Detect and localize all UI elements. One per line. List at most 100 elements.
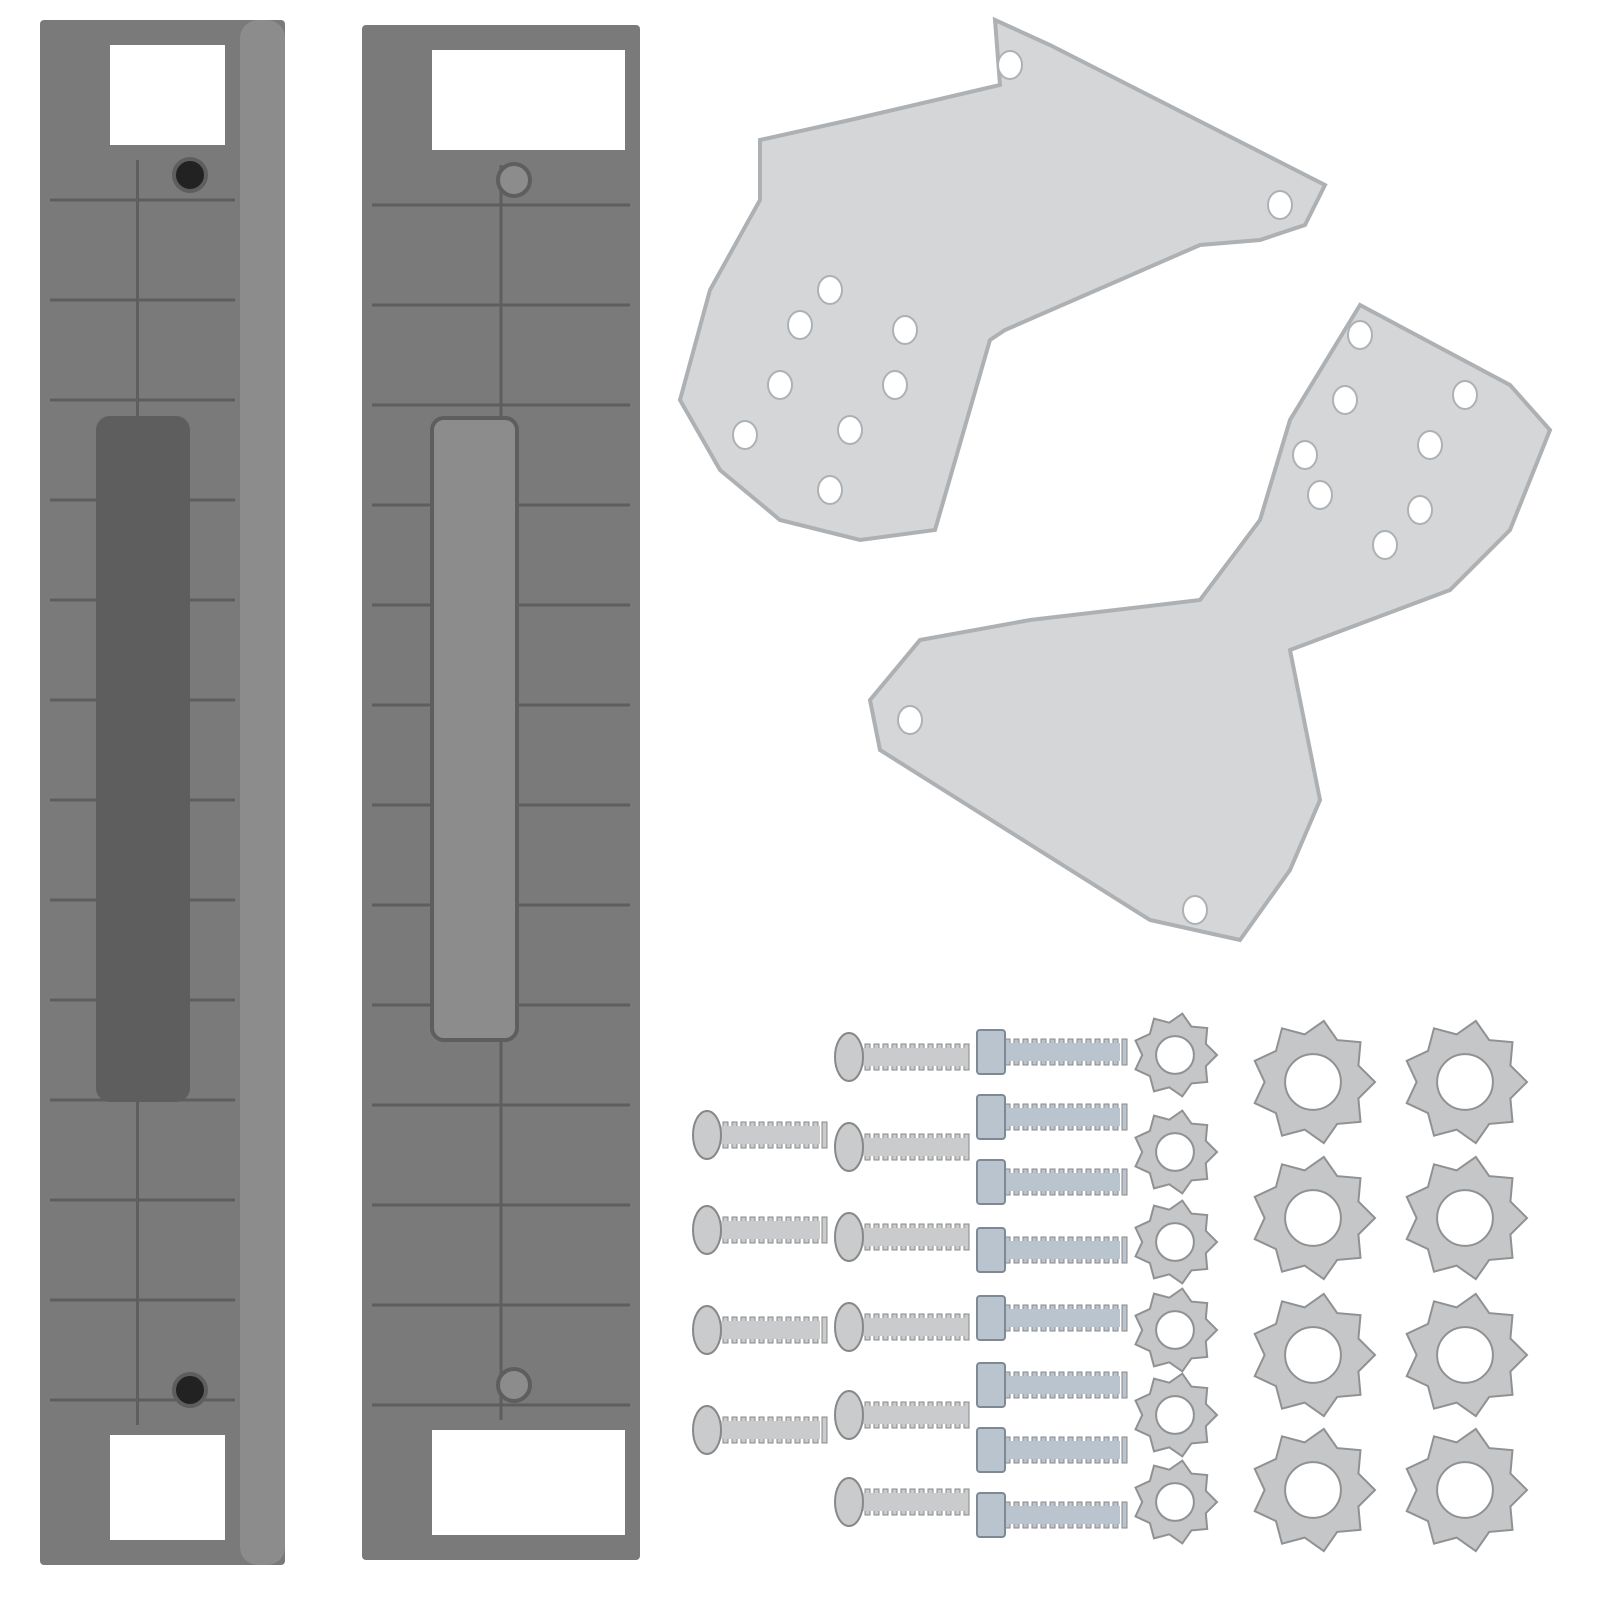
bracket-hole (787, 310, 813, 340)
bracket-hole (1347, 320, 1373, 350)
washer-hole (1284, 1053, 1342, 1111)
lock-washer (1253, 1155, 1377, 1281)
plastic-bracket (362, 25, 640, 1560)
screw-head (834, 1477, 864, 1527)
hex-head (976, 1159, 1006, 1205)
screw-head (834, 1302, 864, 1352)
screw (834, 1390, 970, 1440)
bracket-hole (1407, 495, 1433, 525)
thread (1121, 1304, 1128, 1332)
hex-head (976, 1362, 1006, 1408)
center-channel (96, 416, 190, 1102)
bracket-hole (1292, 440, 1318, 470)
lock-washer (1134, 1287, 1219, 1373)
thread (821, 1216, 828, 1244)
washer-hole (1155, 1395, 1195, 1435)
screw (692, 1205, 828, 1255)
mount-hole (496, 162, 532, 198)
washer-hole (1155, 1482, 1195, 1522)
shank (1002, 1241, 1120, 1259)
screw-head (692, 1405, 722, 1455)
thread (1121, 1168, 1128, 1196)
lock-washer (1405, 1292, 1529, 1418)
bracket-plate (677, 16, 1328, 543)
thread (821, 1121, 828, 1149)
hex-head (976, 1094, 1006, 1140)
screw-head (692, 1205, 722, 1255)
bracket-hole (1417, 430, 1443, 460)
bracket-plate (867, 302, 1553, 943)
washer-hole (1436, 1189, 1494, 1247)
screw (834, 1212, 970, 1262)
bracket-rail (240, 20, 285, 1565)
thread (1121, 1436, 1128, 1464)
bracket-hole (1452, 380, 1478, 410)
screw-head (834, 1032, 864, 1082)
screw (834, 1302, 970, 1352)
screw-head (692, 1110, 722, 1160)
bracket-hole (897, 705, 923, 735)
screw-head (834, 1122, 864, 1172)
shank (862, 1048, 967, 1066)
bracket-hole (817, 475, 843, 505)
washer-hole (1284, 1461, 1342, 1519)
hex-bolt (976, 1029, 1128, 1075)
bracket-hole (1307, 480, 1333, 510)
bracket-hole (1182, 895, 1208, 925)
screw-head (834, 1212, 864, 1262)
thread (1121, 1371, 1128, 1399)
screw (692, 1405, 828, 1455)
lock-washer (1253, 1019, 1377, 1145)
bracket-hole (1372, 530, 1398, 560)
lock-washer (1134, 1459, 1219, 1545)
washer-hole (1436, 1053, 1494, 1111)
lock-washer (1405, 1427, 1529, 1553)
washer-hole (1436, 1461, 1494, 1519)
hex-head (976, 1427, 1006, 1473)
bracket-hole (1267, 190, 1293, 220)
shank (720, 1126, 820, 1144)
thread (821, 1416, 828, 1444)
hex-head (976, 1295, 1006, 1341)
shank (720, 1421, 820, 1439)
washer-hole (1155, 1310, 1195, 1350)
lock-washer (1253, 1292, 1377, 1418)
shank (862, 1406, 967, 1424)
bracket-hole (892, 315, 918, 345)
screw (834, 1032, 970, 1082)
shank (862, 1228, 967, 1246)
shank (862, 1138, 967, 1156)
bottom-cutout (432, 1430, 625, 1535)
plastic-bracket (40, 20, 285, 1565)
shank (720, 1321, 820, 1339)
hex-bolt (976, 1159, 1128, 1205)
thread (1121, 1038, 1128, 1066)
hex-bolt (976, 1427, 1128, 1473)
bracket-hole (767, 370, 793, 400)
bracket-hole (817, 275, 843, 305)
hex-bolt (976, 1227, 1128, 1273)
screw (692, 1110, 828, 1160)
shank (862, 1493, 967, 1511)
lock-washer (1134, 1109, 1219, 1195)
metal-bracket-bottom (867, 302, 1553, 943)
bracket-hole (882, 370, 908, 400)
screw-head (834, 1390, 864, 1440)
metal-brackets (677, 16, 1553, 943)
lock-washer (1253, 1427, 1377, 1553)
mount-hole (172, 157, 208, 193)
hex-head (976, 1227, 1006, 1273)
hex-bolt (976, 1492, 1128, 1538)
metal-bracket-top (677, 16, 1328, 543)
shank (1002, 1108, 1120, 1126)
lock-washer (1134, 1199, 1219, 1285)
hex-head (976, 1492, 1006, 1538)
screw-head (692, 1305, 722, 1355)
plastic-brackets (40, 20, 640, 1565)
bracket-hole (997, 50, 1023, 80)
thread (1121, 1236, 1128, 1264)
shank (1002, 1441, 1120, 1459)
hex-head (976, 1029, 1006, 1075)
washer-hole (1284, 1326, 1342, 1384)
